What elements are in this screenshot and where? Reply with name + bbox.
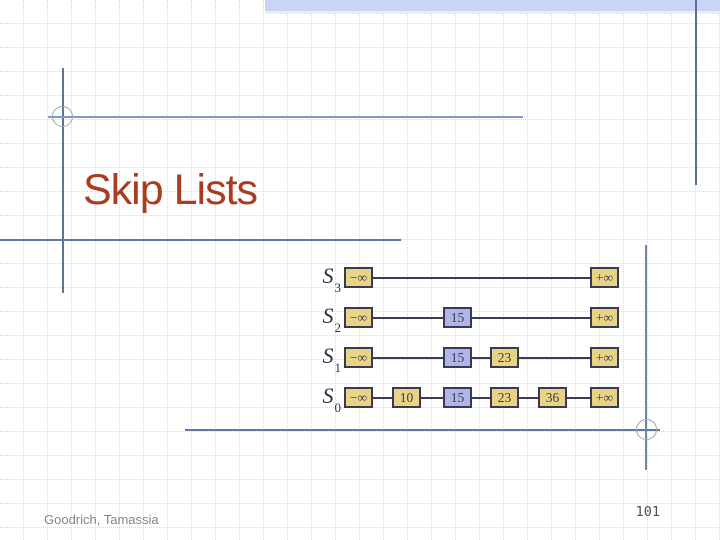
grid-line-vertical: [503, 0, 504, 540]
skiplist-row-line: [358, 357, 605, 359]
skiplist-row-line: [358, 317, 605, 319]
slide-title: Skip Lists: [83, 166, 258, 214]
grid-line-vertical: [527, 0, 528, 540]
decor-circle-upper-left: [52, 106, 73, 127]
grid-line-horizontal: [0, 95, 720, 96]
footer-authors: Goodrich, Tamassia: [44, 512, 159, 527]
skiplist-node-15: 15: [443, 307, 472, 328]
grid-line-horizontal: [0, 71, 720, 72]
decor-vertical-line-top-right: [695, 0, 697, 185]
grid-line-vertical: [695, 0, 696, 540]
grid-line-horizontal: [0, 215, 720, 216]
top-accent-band: [265, 0, 720, 11]
skiplist-row-label-s1: S1: [322, 343, 342, 376]
grid-line-vertical: [191, 0, 192, 540]
skiplist-row-label-s0: S0: [322, 383, 342, 416]
grid-line-horizontal: [0, 23, 720, 24]
grid-line-horizontal: [0, 167, 720, 168]
skiplist-node-neg-inf: −∞: [344, 347, 373, 368]
decor-vertical-line-bottom-right: [645, 245, 647, 470]
grid-line-vertical: [455, 0, 456, 540]
grid-line-horizontal: [0, 503, 720, 504]
grid-line-horizontal: [0, 335, 720, 336]
skiplist-node-pos-inf: +∞: [590, 307, 619, 328]
grid-line-vertical: [623, 0, 624, 540]
grid-line-vertical: [407, 0, 408, 540]
page-number: 101: [635, 504, 660, 520]
grid-line-vertical: [167, 0, 168, 540]
grid-line-horizontal: [0, 119, 720, 120]
decor-horizontal-line-middle: [0, 239, 401, 241]
top-accent-band-soft: [265, 11, 720, 14]
decor-vertical-line-left: [62, 68, 64, 293]
skiplist-node-23: 23: [490, 347, 519, 368]
grid-line-vertical: [575, 0, 576, 540]
grid-line-horizontal: [0, 527, 720, 528]
grid-line-vertical: [119, 0, 120, 540]
grid-line-horizontal: [0, 191, 720, 192]
skiplist-node-neg-inf: −∞: [344, 387, 373, 408]
grid-line-vertical: [239, 0, 240, 540]
skiplist-node-15: 15: [443, 347, 472, 368]
grid-line-vertical: [263, 0, 264, 540]
grid-line-horizontal: [0, 143, 720, 144]
grid-line-vertical: [383, 0, 384, 540]
grid-line-vertical: [311, 0, 312, 540]
grid-line-vertical: [551, 0, 552, 540]
skiplist-node-10: 10: [392, 387, 421, 408]
skiplist-node-neg-inf: −∞: [344, 267, 373, 288]
grid-line-vertical: [287, 0, 288, 540]
grid-line-vertical: [95, 0, 96, 540]
skiplist-node-neg-inf: −∞: [344, 307, 373, 328]
grid-line-vertical: [431, 0, 432, 540]
skiplist-node-23: 23: [490, 387, 519, 408]
skiplist-row-line: [358, 277, 605, 279]
grid-line-vertical: [143, 0, 144, 540]
skiplist-row-label-s2: S2: [322, 303, 342, 336]
skiplist-node-15: 15: [443, 387, 472, 408]
grid-line-vertical: [335, 0, 336, 540]
grid-line-horizontal: [0, 383, 720, 384]
decor-horizontal-line-upper: [48, 116, 523, 118]
grid-line-horizontal: [0, 263, 720, 264]
skiplist-node-36: 36: [538, 387, 567, 408]
decor-horizontal-line-lower: [185, 429, 660, 431]
skiplist-node-pos-inf: +∞: [590, 387, 619, 408]
grid-line-vertical: [23, 0, 24, 540]
grid-line-vertical: [671, 0, 672, 540]
skiplist-node-pos-inf: +∞: [590, 347, 619, 368]
decor-circle-lower-right: [636, 419, 657, 440]
skiplist-node-pos-inf: +∞: [590, 267, 619, 288]
grid-line-vertical: [479, 0, 480, 540]
grid-line-vertical: [215, 0, 216, 540]
grid-line-horizontal: [0, 47, 720, 48]
grid-line-horizontal: [0, 455, 720, 456]
grid-line-vertical: [47, 0, 48, 540]
skiplist-row-label-s3: S3: [322, 263, 342, 296]
grid-line-vertical: [647, 0, 648, 540]
grid-line-horizontal: [0, 431, 720, 432]
skiplist-row-line: [358, 397, 605, 399]
grid-line-horizontal: [0, 479, 720, 480]
grid-line-vertical: [71, 0, 72, 540]
